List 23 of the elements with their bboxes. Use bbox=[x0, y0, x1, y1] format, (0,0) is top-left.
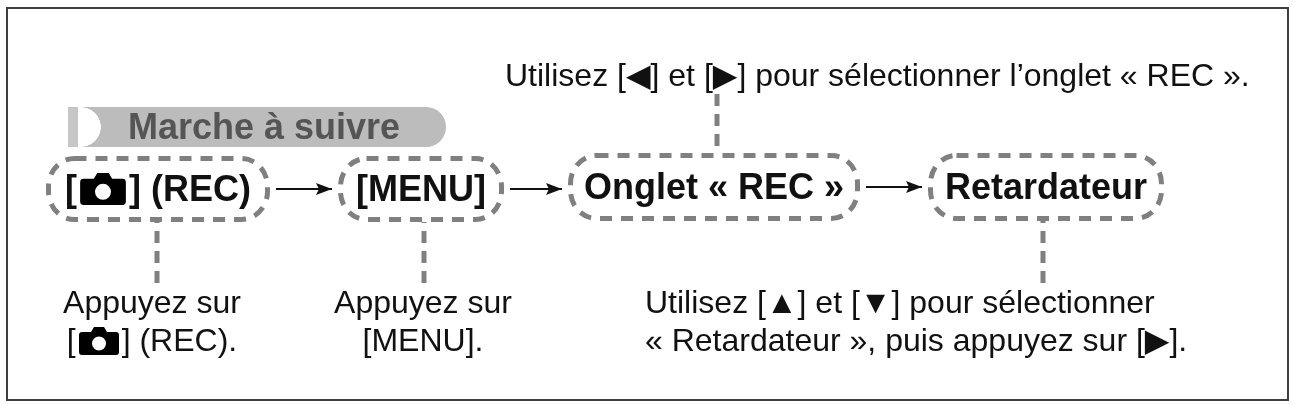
instruction-text: Utilisez [◀] et [▶] pour sélectionner l’onglet « REC ». bbox=[505, 56, 1250, 94]
step-box bbox=[928, 153, 1164, 221]
arrow bbox=[509, 183, 563, 195]
instruction-text: Appuyez sur [MENU]. bbox=[323, 283, 523, 359]
leader-line bbox=[1040, 221, 1046, 283]
step-label: ] (REC) bbox=[129, 168, 251, 210]
step-label: [ bbox=[65, 168, 77, 210]
instruction-text: [ bbox=[66, 322, 76, 358]
heading-text: Marche à suivre bbox=[128, 109, 401, 145]
instruction-text: Utilisez [▲] et [▼] pour sélectionner « Retardateur », puis appuyez sur [▶]. bbox=[645, 283, 1225, 359]
step-label: [MENU] bbox=[356, 168, 486, 210]
instruction-text: ] (REC). bbox=[121, 322, 238, 358]
step-label: Retardateur bbox=[944, 166, 1148, 208]
step-box bbox=[338, 156, 504, 222]
arrow bbox=[865, 181, 923, 193]
step-box bbox=[568, 153, 860, 221]
arrow bbox=[275, 183, 333, 195]
step-label: Onglet « REC » bbox=[583, 166, 845, 208]
instruction-text: Appuyez sur bbox=[63, 284, 241, 320]
step-box bbox=[46, 156, 270, 222]
leader-line bbox=[421, 222, 427, 283]
leader-line bbox=[154, 222, 160, 283]
heading-tab bbox=[68, 107, 446, 147]
